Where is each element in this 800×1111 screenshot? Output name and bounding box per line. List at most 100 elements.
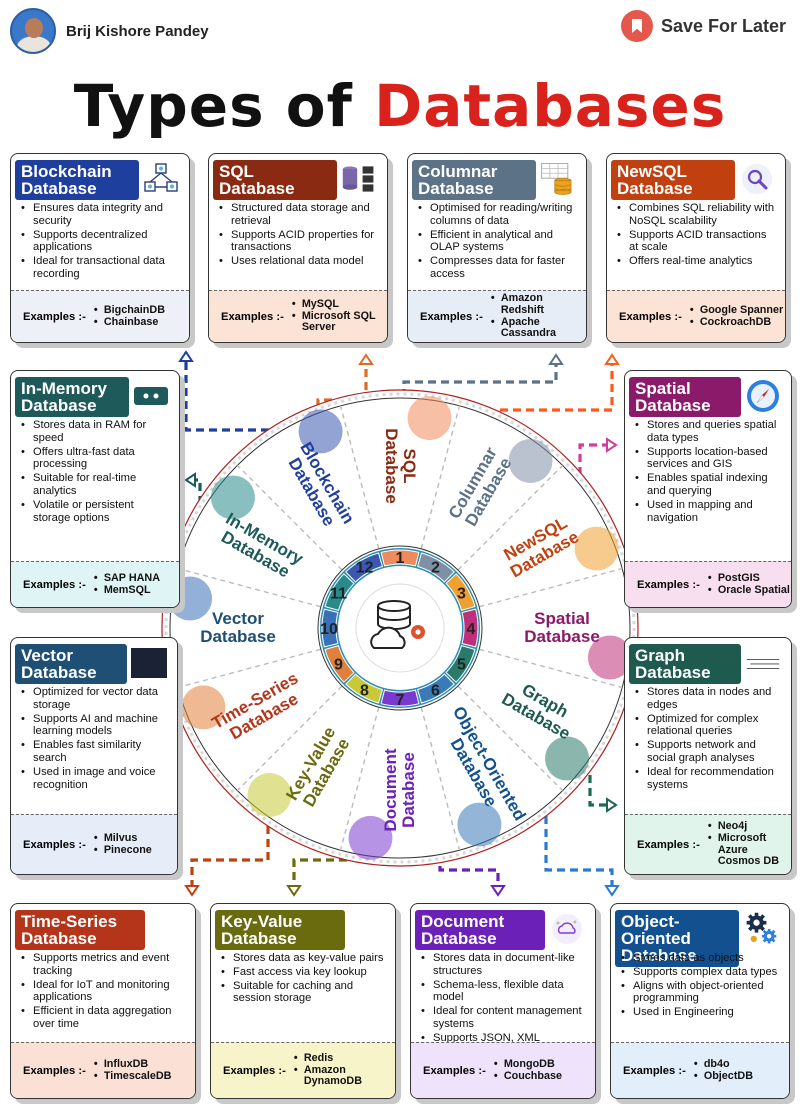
card-header: Time-Series Database [11,904,195,952]
feature-item: Stores and queries spatial data types [635,419,783,445]
page-title: Types of Databases [0,72,800,140]
segment-number: 3 [457,586,466,603]
card-inmemory: In-Memory DatabaseStores data in RAM for… [10,370,180,608]
arrow-icon [358,353,374,365]
arrow-icon [286,885,302,897]
example-item: PostGIS [708,572,790,585]
card-title: Graph Database [629,644,741,684]
examples-list: db4oObjectDB [694,1058,753,1082]
example-item: MySQL [292,299,387,311]
feature-list: Stores data as objectsSupports complex d… [611,952,789,1019]
arrow-icon [606,797,618,813]
database-server-icon [341,162,377,196]
segment-accent [210,475,255,520]
example-item: Chainbase [94,316,165,329]
examples-label: Examples :- [623,1064,686,1077]
feature-list: Stores and queries spatial data typesSup… [625,419,791,524]
examples-label: Examples :- [23,1064,86,1077]
feature-item: Uses relational data model [219,255,379,268]
save-for-later-button[interactable]: Save For Later [620,10,786,42]
example-item: Milvus [94,832,152,845]
feature-item: Optimized for vector data storage [21,686,169,712]
segment-number-tile [345,552,383,583]
card-timeseries: Time-Series DatabaseSupports metrics and… [10,903,196,1099]
blockchain-cubes-icon [143,162,179,196]
example-item: Google Spanner [690,304,783,317]
feature-item: Structured data storage and retrieval [219,202,379,228]
examples-list: RedisAmazon DynamoDB [294,1053,395,1088]
card-header: Document Database [411,904,595,952]
arrow-icon [184,472,196,488]
segment-number: 5 [457,657,466,674]
feature-item: Enables fast similarity search [21,739,169,765]
connector-timeseries [190,800,270,895]
examples-section: Examples :-InfluxDBTimescaleDB [11,1042,195,1098]
card-title: SQL Database [213,160,337,200]
arrow-icon [548,353,564,365]
feature-item: Suitable for real-time analytics [21,472,171,498]
document-cloud-icon [549,912,585,946]
table-database-icon [540,162,576,196]
card-header: In-Memory Database [11,371,179,419]
avatar [10,8,56,54]
card-graph: Graph DatabaseStores data in nodes and e… [624,637,792,875]
feature-item: Supports ACID properties for transaction… [219,229,379,255]
card-object: Object-Oriented DatabaseStores data as o… [610,903,790,1099]
feature-list: Structured data storage and retrievalSup… [209,202,387,268]
feature-item: Supports metrics and event tracking [21,952,187,978]
segment-number: 1 [396,550,405,567]
feature-list: Optimised for reading/writing columns of… [408,202,586,281]
examples-list: Google SpannerCockroachDB [690,304,783,328]
card-columnar: Columnar DatabaseOptimised for reading/w… [407,153,587,343]
feature-list: Stores data as key-value pairsFast acces… [211,952,395,1005]
examples-list: BigchainDBChainbase [94,304,165,329]
feature-item: Combines SQL reliability with NoSQL scal… [617,202,777,228]
card-title: Columnar Database [412,160,536,200]
segment-number: 6 [431,682,440,699]
segment-number: 11 [330,586,347,603]
arrow-icon [178,350,194,362]
feature-list: Stores data in document-like structuresS… [411,952,595,1045]
card-header: Key-Value Database [211,904,395,952]
feature-item: Fast access via key lookup [221,966,387,979]
segment-number-tile [345,673,383,704]
examples-section: Examples :- db4oObjectDB [611,1042,789,1098]
example-item: Oracle Spatial [708,584,790,597]
memory-module-icon [133,379,169,413]
bookmark-icon [620,10,653,42]
feature-list: Optimized for vector data storageSupport… [11,686,177,791]
feature-item: Stores data in RAM for speed [21,419,171,445]
feature-list: Stores data in nodes and edgesOptimized … [625,686,791,791]
save-label: Save For Later [660,15,786,36]
feature-item: Stores data in document-like structures [421,952,587,978]
feature-item: Supports AI and machine learning models [21,713,169,739]
segment-number-tile [417,552,455,583]
feature-item: Enables spatial indexing and querying [635,472,783,498]
feature-item: Suitable for caching and session storage [221,980,387,1006]
segment-accent [298,409,343,454]
segment-label: SQLDatabase [382,428,419,504]
examples-list: SAP HANAMemSQL [94,572,160,596]
feature-item: Ideal for IoT and monitoring application… [21,979,187,1005]
segment-number: 10 [320,621,338,638]
feature-item: Used in mapping and navigation [635,499,783,525]
database-cloud-gear-icon [370,600,425,649]
card-header: SQL Database [209,154,387,202]
segment-number-tile [445,573,476,611]
examples-list: MongoDBCouchbase [494,1058,562,1082]
card-header: Columnar Database [408,154,586,202]
examples-list: Amazon RedshiftApache Cassandra [491,292,586,339]
examples-section: Examples :-SAP HANAMemSQL [11,561,179,607]
examples-section: Examples :-BigchainDBChainbase [11,290,189,342]
card-blockchain: Blockchain DatabaseEnsures data integrit… [10,153,190,343]
segment-accent [457,802,502,847]
feature-item: Efficient in analytical and OLAP systems [418,229,578,255]
card-header: Object-Oriented Database [611,904,789,967]
card-title: Time-Series Database [15,910,145,950]
card-title: Document Database [415,910,545,950]
card-newsql: NewSQL DatabaseCombines SQL reliability … [606,153,786,343]
feature-item: Stores data as objects [621,952,781,965]
examples-label: Examples :- [637,838,700,851]
